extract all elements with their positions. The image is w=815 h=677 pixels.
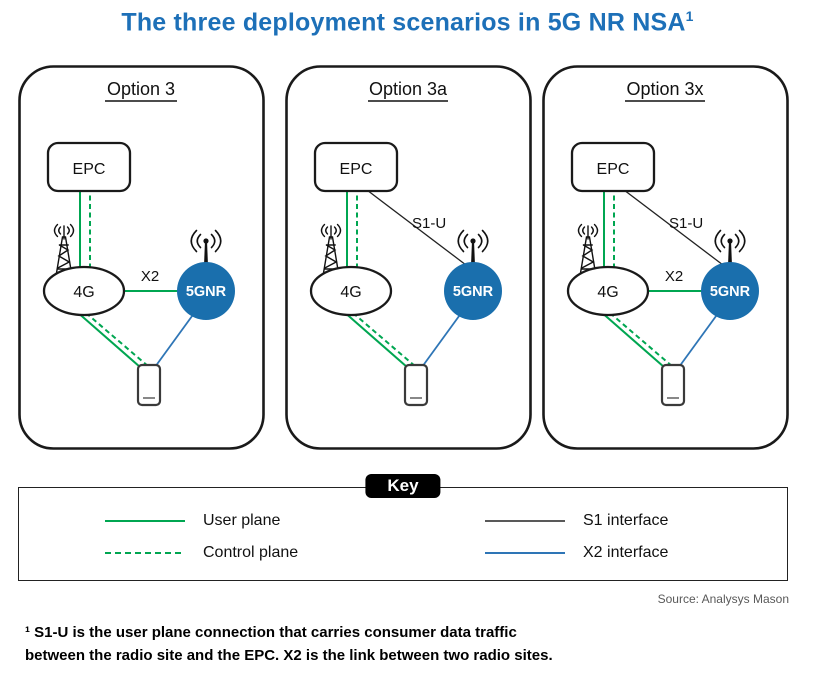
4g-node <box>309 265 393 317</box>
s1u-label: S1-U <box>412 215 446 232</box>
epc-label: EPC <box>597 161 630 178</box>
epc-node <box>46 141 132 193</box>
smartphone-icon <box>403 363 429 407</box>
footnote: ¹ S1-U is the user plane connection that… <box>25 624 553 664</box>
panel-option-3x: Option 3x EPC 4G 5GNR S1-U X2 <box>542 65 789 450</box>
s1u-line <box>619 186 724 266</box>
s1u-line <box>362 186 467 266</box>
s1u-label: S1-U <box>669 215 703 232</box>
option-label: Option 3x <box>626 79 703 99</box>
legend-label: S1 interface <box>583 512 669 529</box>
4g-label: 4G <box>340 284 361 301</box>
source-attribution: Source: Analysys Mason <box>657 592 789 606</box>
x2-interface-line-5gnr-ue <box>154 311 196 368</box>
s1-interface-swatch <box>485 520 565 522</box>
control-plane-line-4g-ue <box>85 312 150 368</box>
x2-interface-line-5gnr-ue <box>678 311 720 368</box>
option-label: Option 3a <box>369 79 448 99</box>
4g-node <box>42 265 126 317</box>
key-title: Key <box>365 474 441 498</box>
legend-item-x2-interface: X2 interface <box>485 542 668 564</box>
legend-item-control-plane: Control plane <box>105 542 298 564</box>
epc-label: EPC <box>340 161 373 178</box>
user-plane-line-4g-ue <box>599 310 665 368</box>
epc-label: EPC <box>73 161 106 178</box>
legend-item-user-plane: User plane <box>105 510 280 532</box>
x2-label: X2 <box>141 268 159 285</box>
panel-option-3a: Option 3a EPC 4G 5GNR S1-U <box>285 65 532 450</box>
x2-label: X2 <box>665 268 683 285</box>
4g-node <box>566 265 650 317</box>
title-superscript: 1 <box>685 8 694 24</box>
legend-label: Control plane <box>203 544 299 561</box>
5gnr-node <box>701 262 759 320</box>
control-plane-line-4g-ue <box>609 312 674 368</box>
epc-node <box>570 141 656 193</box>
4g-label: 4G <box>73 284 94 301</box>
user-plane-swatch <box>105 520 185 522</box>
x2-interface-swatch <box>485 552 565 554</box>
legend-label: User plane <box>203 512 281 529</box>
5gnr-label: 5GNR <box>186 284 227 300</box>
smartphone-icon <box>136 363 162 407</box>
smartphone-icon <box>660 363 686 407</box>
key-legend: Key User plane Control plane S1 interfac… <box>18 474 788 581</box>
5gnr-label: 5GNR <box>453 284 494 300</box>
epc-node <box>313 141 399 193</box>
control-plane-line-4g-ue <box>352 312 417 368</box>
user-plane-line-4g-ue <box>342 310 408 368</box>
panel-option-3: Option 3 EPC 4G 5GNR X2 <box>18 65 265 450</box>
4g-label: 4G <box>597 284 618 301</box>
legend-label: X2 interface <box>583 544 669 561</box>
5gnr-label: 5GNR <box>710 284 751 300</box>
x2-interface-line-5gnr-ue <box>421 311 463 368</box>
legend-item-s1-interface: S1 interface <box>485 510 668 532</box>
page-title-text: The three deployment scenarios in 5G NR … <box>121 8 686 37</box>
5gnr-node <box>444 262 502 320</box>
user-plane-line-4g-ue <box>75 310 141 368</box>
control-plane-swatch <box>105 552 185 554</box>
option-label: Option 3 <box>107 79 175 99</box>
page-title: The three deployment scenarios in 5G NR … <box>0 8 815 37</box>
5gnr-node <box>177 262 235 320</box>
